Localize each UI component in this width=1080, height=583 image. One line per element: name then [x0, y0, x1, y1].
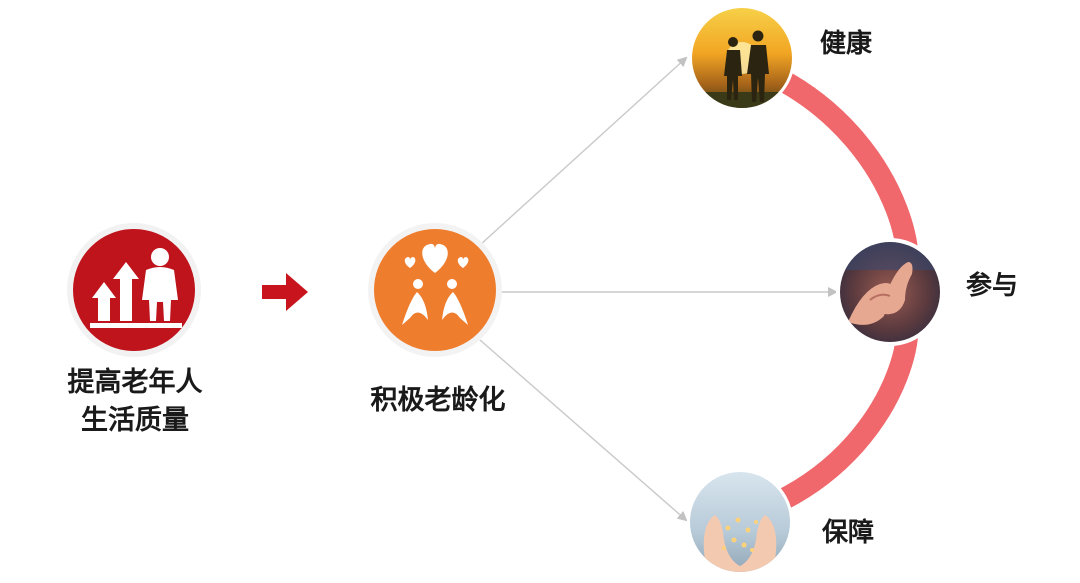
- health-photo: [689, 5, 795, 111]
- goal-label-line-2: 生活质量: [81, 405, 189, 436]
- connector-to-health: [479, 56, 688, 246]
- goal-label: 提高老年人 生活质量: [40, 364, 230, 440]
- goal-node: [67, 223, 201, 357]
- security-label: 保障: [822, 518, 875, 548]
- participation-photo: [836, 238, 944, 346]
- goal-label-line-1: 提高老年人: [67, 367, 203, 398]
- center-node: [368, 223, 502, 357]
- hearts-and-doves-icon: [402, 243, 469, 325]
- person-growth-arrows-icon: [90, 248, 182, 328]
- participation-label: 参与: [966, 271, 1019, 301]
- red-arrow-icon: [262, 273, 308, 311]
- security-photo: [687, 469, 793, 575]
- health-label: 健康: [820, 29, 873, 59]
- center-label: 积极老龄化: [370, 385, 506, 416]
- connector-to-security: [479, 339, 688, 522]
